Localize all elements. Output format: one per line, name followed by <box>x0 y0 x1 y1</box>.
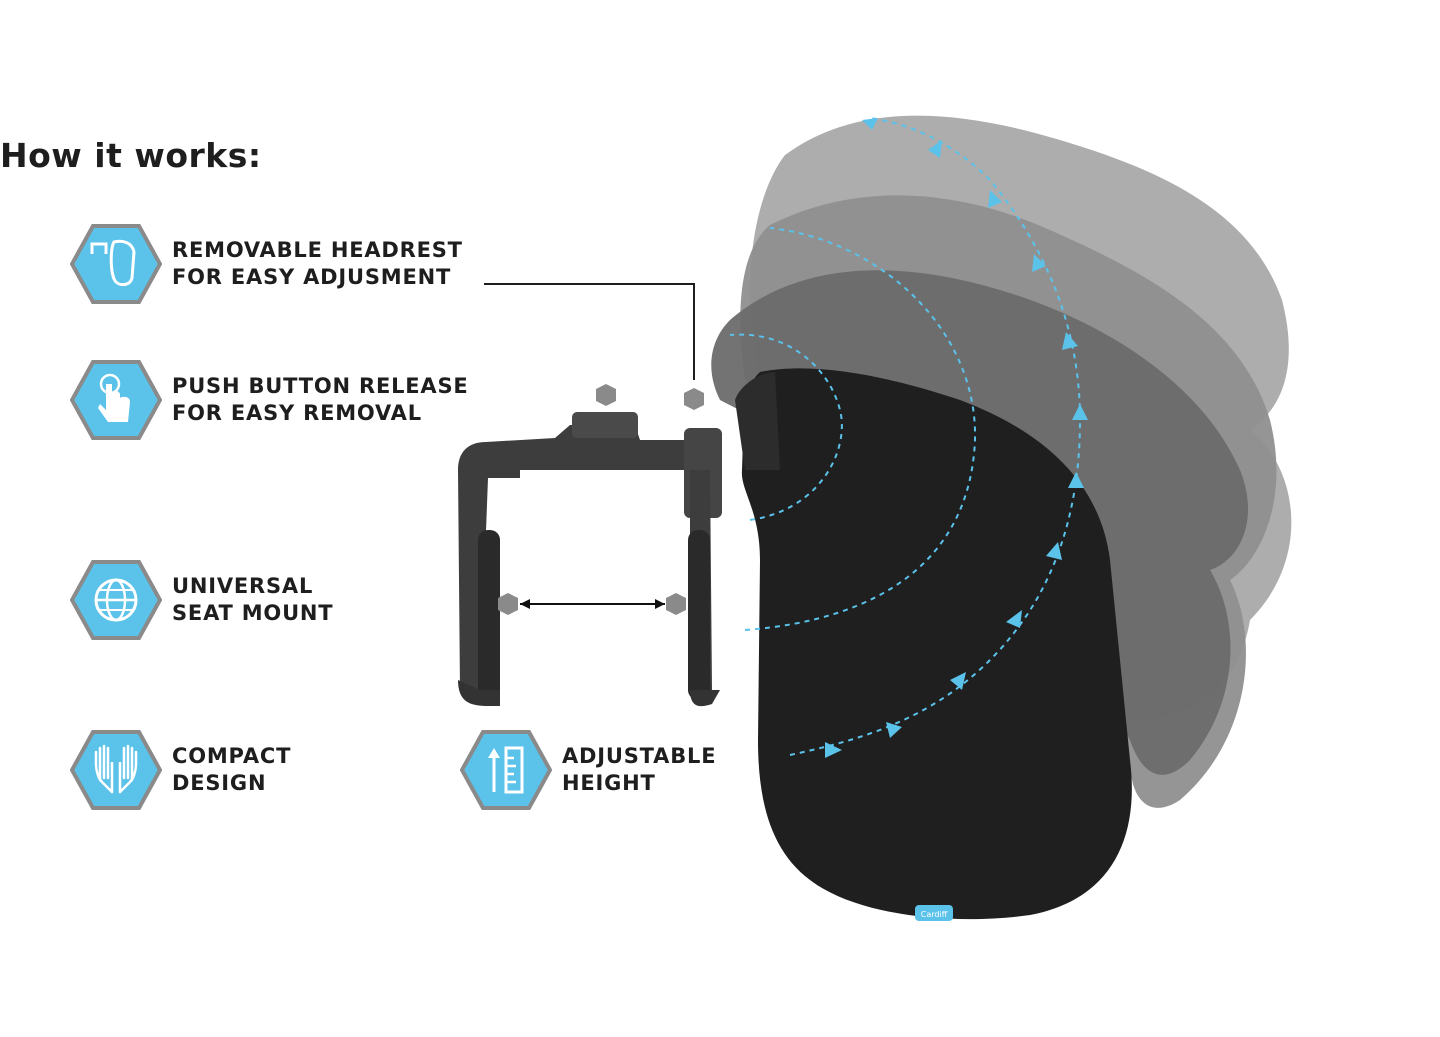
feature-universal-seat-mount: UNIVERSAL SEAT MOUNT <box>70 560 333 640</box>
feature-adjustable-height: ADJUSTABLE HEIGHT <box>460 730 716 810</box>
feature-label: COMPACT DESIGN <box>172 744 292 795</box>
feature-label: PUSH BUTTON RELEASE FOR EASY REMOVAL <box>172 374 469 425</box>
feature-label: UNIVERSAL SEAT MOUNT <box>172 574 334 625</box>
height-ruler-icon <box>460 730 552 810</box>
globe-icon <box>70 560 162 640</box>
rotation-arcs <box>729 227 977 631</box>
callout-leader-line <box>484 283 695 380</box>
feature-compact-design: COMPACT DESIGN <box>70 730 291 810</box>
hands-icon <box>70 730 162 810</box>
feature-push-button-release: PUSH BUTTON RELEASE FOR EASY REMOVAL <box>70 360 469 440</box>
motion-arrows <box>825 118 1088 758</box>
width-indicator <box>498 593 686 615</box>
page-title: How it works: <box>0 136 262 175</box>
motion-path <box>789 117 1082 756</box>
hex-marker-right <box>684 388 704 410</box>
feature-label: ADJUSTABLE HEIGHT <box>562 744 717 795</box>
hex-marker-left <box>596 384 616 406</box>
seat-mount-bracket <box>458 412 722 707</box>
brand-tag: Cardiff <box>921 910 948 919</box>
feature-removable-headrest: REMOVABLE HEADREST FOR EASY ADJUSMENT <box>70 224 463 304</box>
feature-label: REMOVABLE HEADREST FOR EASY ADJUSMENT <box>172 238 463 289</box>
headrest-icon <box>70 224 162 304</box>
main-headrest: Cardiff <box>735 368 1132 921</box>
push-button-icon <box>70 360 162 440</box>
